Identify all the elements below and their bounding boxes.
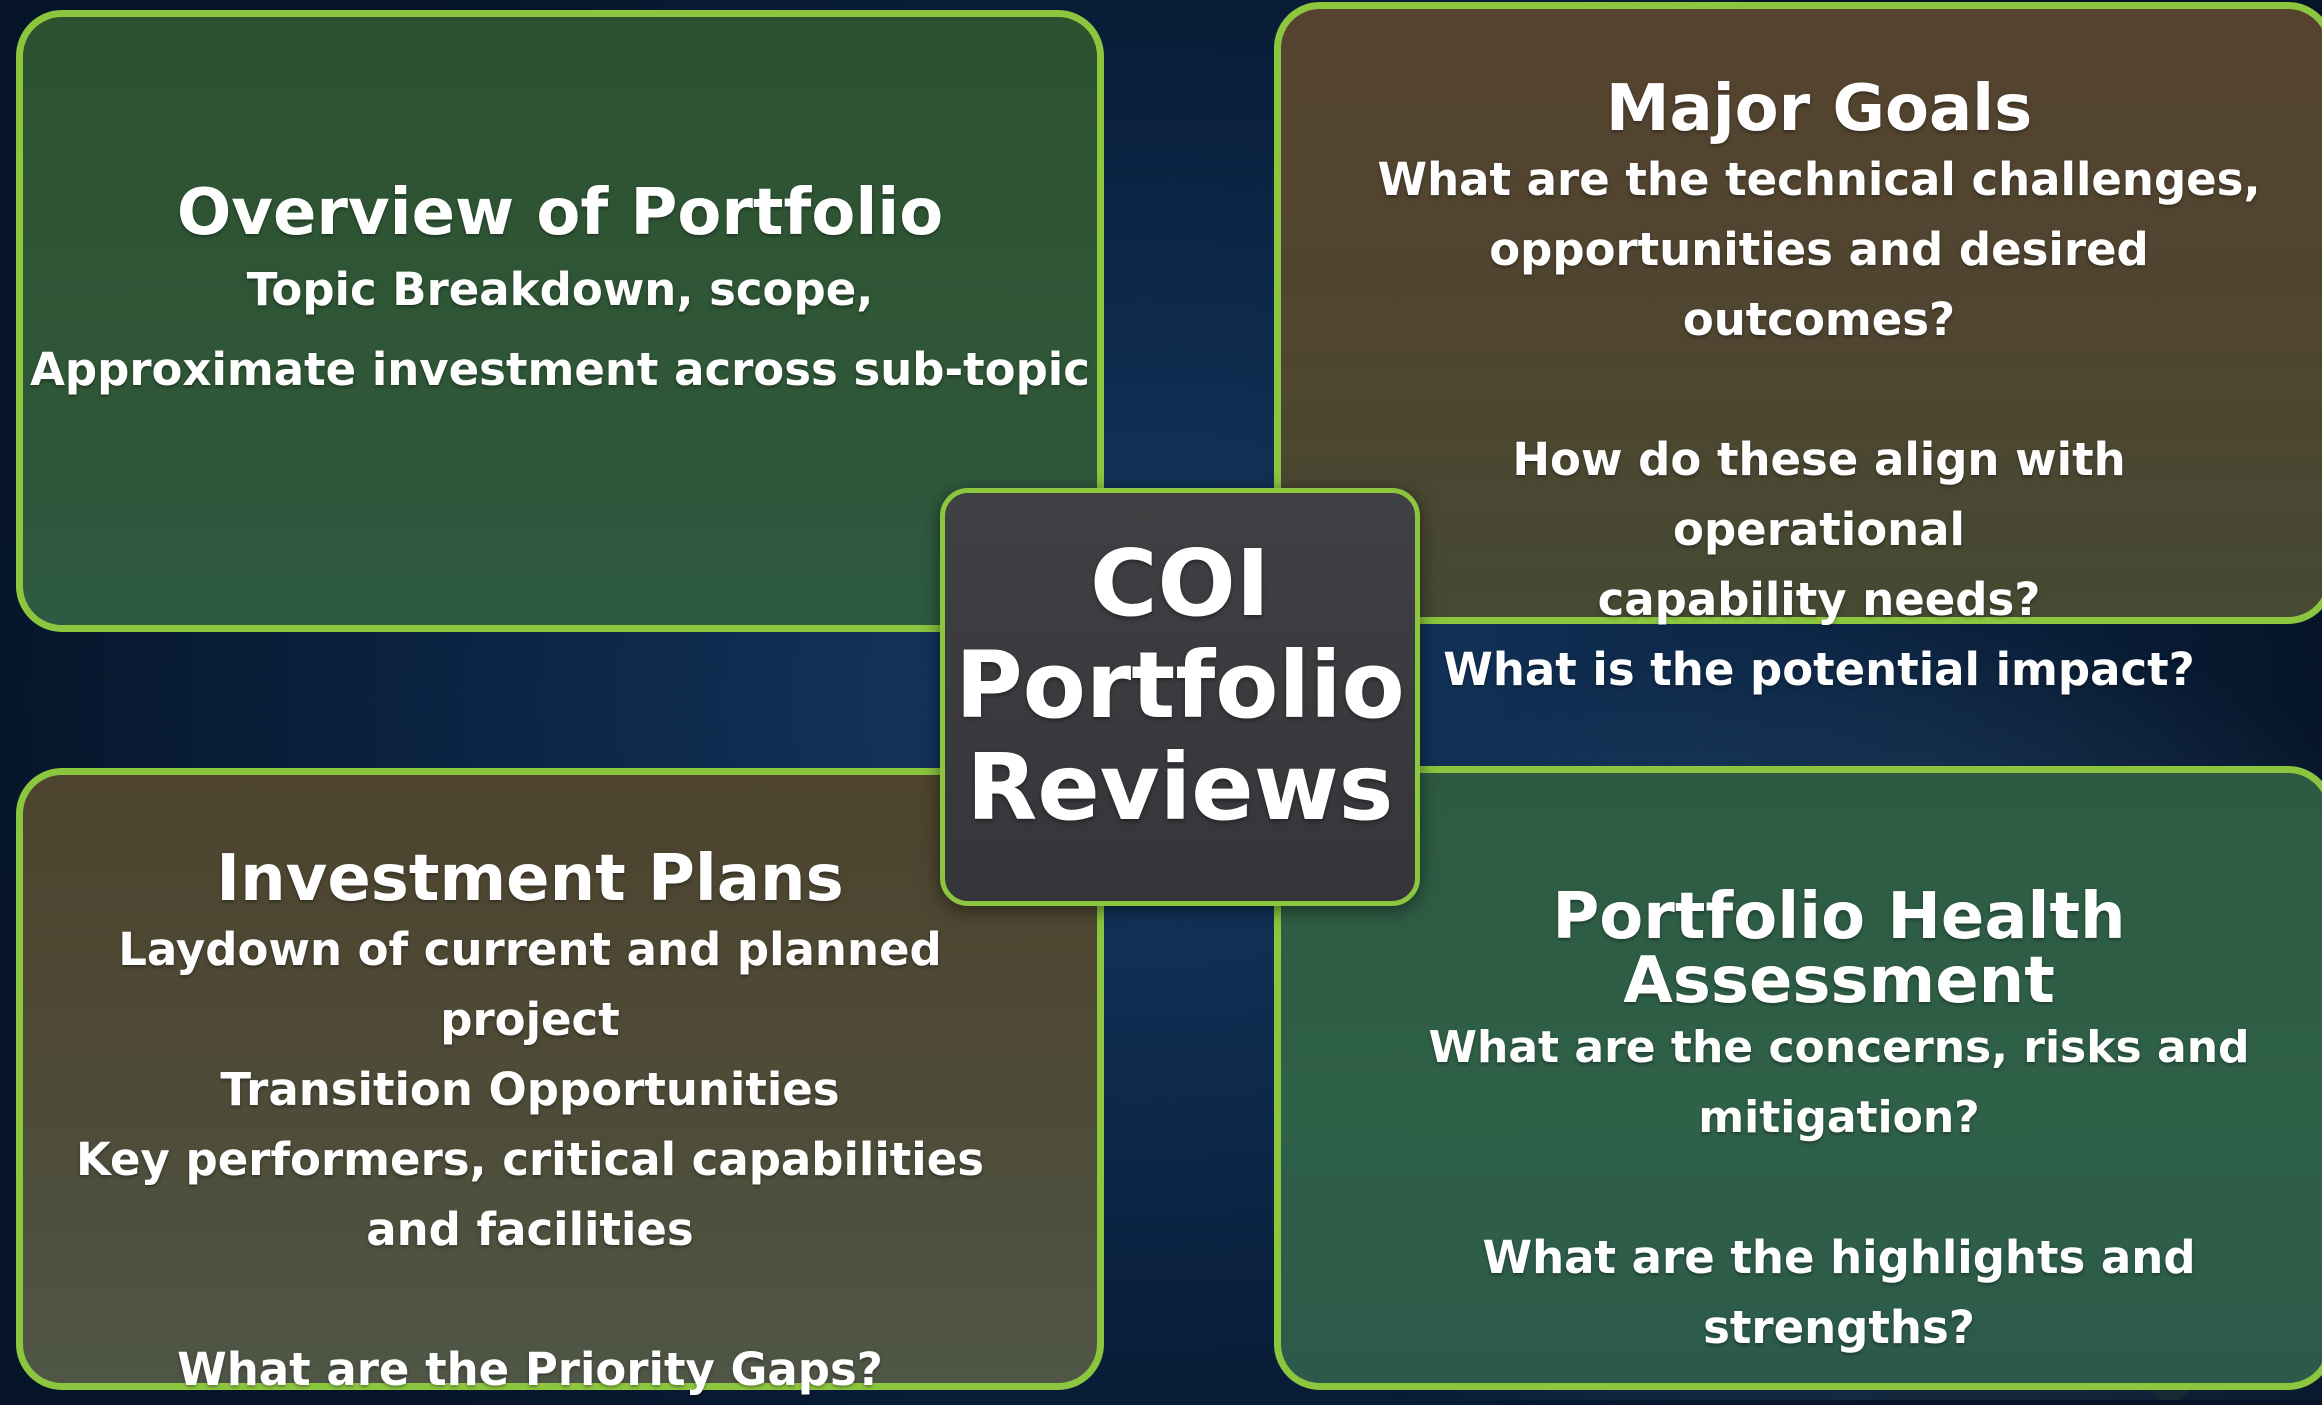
portfolio-health-line: strengths? (1703, 1301, 1975, 1354)
investment-plans-line: and facilities (366, 1203, 694, 1256)
portfolio-health-line: What are the concerns, risks and mitigat… (1428, 1022, 2250, 1143)
center-title-box: COI Portfolio Reviews (940, 488, 1420, 906)
major-goals-line: How do these align with operational (1512, 433, 2126, 556)
spacer (23, 1265, 1037, 1335)
investment-plans-line: Laydown of current and planned project (118, 923, 942, 1046)
major-goals-title: Major Goals (1605, 72, 2033, 146)
overview-panel: Overview of Portfolio Topic Breakdown, s… (16, 10, 1104, 632)
major-goals-line: What is the potential impact? (1443, 643, 2195, 696)
center-title-line: COI (1090, 530, 1270, 637)
investment-plans-panel: Investment Plans Laydown of current and … (16, 768, 1104, 1396)
portfolio-health-panel: Portfolio Health Assessment What are the… (1274, 766, 2322, 1390)
spacer (1371, 355, 2267, 425)
investment-plans-line: What are the Priority Gaps? (177, 1343, 883, 1396)
investment-plans-title: Investment Plans (216, 842, 844, 916)
center-title-line: Portfolio (955, 632, 1405, 739)
major-goals-line: capability needs? (1597, 573, 2041, 626)
major-goals-panel: Major Goals What are the technical chall… (1274, 2, 2322, 696)
center-title-line: Reviews (966, 734, 1394, 841)
major-goals-line: opportunities and desired outcomes? (1489, 223, 2149, 346)
major-goals-line: What are the technical challenges, (1377, 153, 2261, 206)
overview-title: Overview of Portfolio (176, 176, 944, 250)
portfolio-health-title: Portfolio Health (1552, 880, 2126, 954)
investment-plans-line: Key performers, critical capabilities (75, 1133, 985, 1186)
overview-line: Approximate investment across sub-topic (30, 343, 1090, 396)
portfolio-health-line: What are the highlights and (1482, 1231, 2196, 1284)
portfolio-health-title: Assessment (1623, 944, 2055, 1018)
investment-plans-line: Transition Opportunities (220, 1063, 840, 1116)
spacer (1351, 1153, 2322, 1223)
overview-line: Topic Breakdown, scope, (246, 263, 874, 316)
